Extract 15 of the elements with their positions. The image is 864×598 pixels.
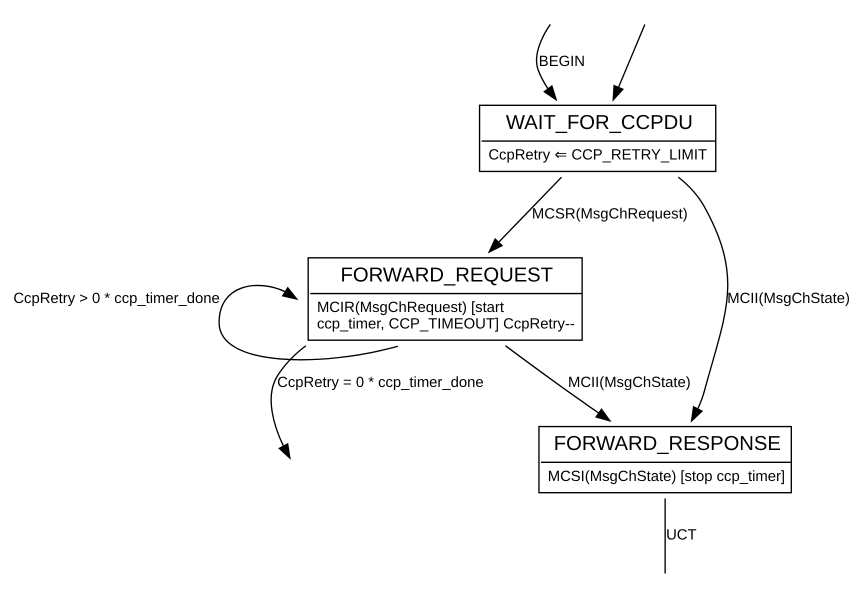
edge-label: BEGIN	[538, 54, 585, 70]
arrow	[612, 24, 646, 102]
edge-label: UCT	[666, 528, 697, 544]
connector	[664, 498, 666, 574]
arrow	[218, 284, 398, 360]
arrow	[488, 176, 562, 254]
edge-label: CcpRetry = 0 * ccp_timer_done	[277, 375, 484, 392]
arrow	[678, 176, 728, 423]
arrow	[270, 345, 306, 460]
edge-label: CcpRetry > 0 * ccp_timer_done	[13, 290, 220, 307]
edge-label: MCSR(MsgChRequest)	[532, 206, 688, 222]
edge-label: MCII(MsgChState)	[727, 290, 850, 307]
arrow	[505, 345, 612, 422]
edge-label: MCII(MsgChState)	[568, 375, 691, 392]
arrow	[536, 24, 558, 102]
